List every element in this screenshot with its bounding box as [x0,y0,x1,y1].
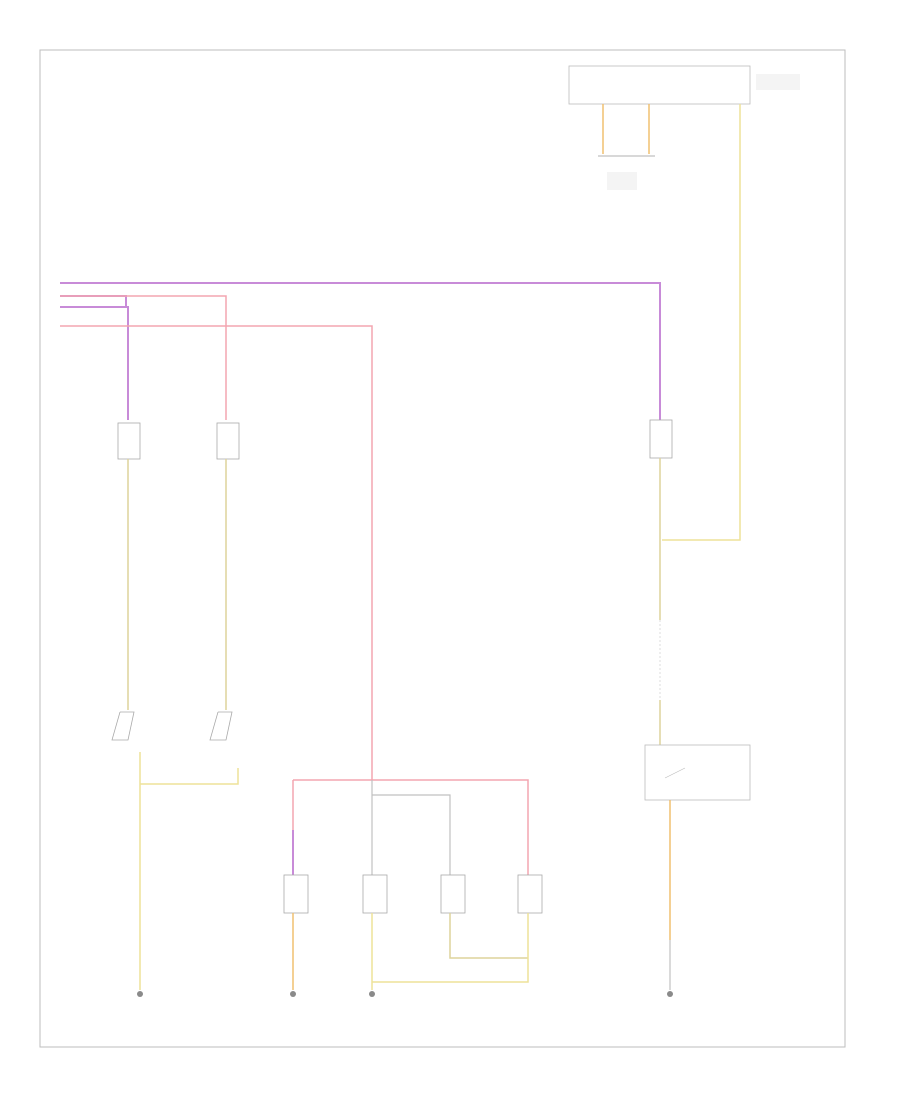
wire-lamp-distribution [293,779,529,875]
lamp-3 [440,874,466,914]
wire-pink-1 [60,295,227,420]
wire-lamp-4-return [372,913,529,983]
ground-point-3 [369,991,375,997]
top-module-box [568,65,751,105]
wire-module-to-luggage [662,104,741,541]
lamp-1 [283,874,309,914]
wire-lamp-3-feed [372,794,451,875]
left-door-switch [111,711,135,741]
wire-purple-3 [60,306,129,420]
top-module-label-placeholder [756,74,800,90]
lamp-4 [517,874,543,914]
wire-switches-to-ground [140,768,239,785]
wire-lamp-3-to-4 [449,913,528,959]
right-door-switch [209,711,233,741]
ground-point-2 [290,991,296,997]
luggage-light [649,419,673,459]
lamp-2 [362,874,388,914]
luggage-switch-box [644,744,751,801]
top-sub-label [607,172,637,190]
luggage-switch-contact [664,767,686,779]
left-footwell-light [117,422,141,460]
wire-pink-2 [60,325,373,780]
diagram-frame [39,49,846,1048]
right-footwell-light [216,422,240,460]
wire-purple-top [60,282,661,420]
ground-point-1 [137,991,143,997]
ground-point-4 [667,991,673,997]
